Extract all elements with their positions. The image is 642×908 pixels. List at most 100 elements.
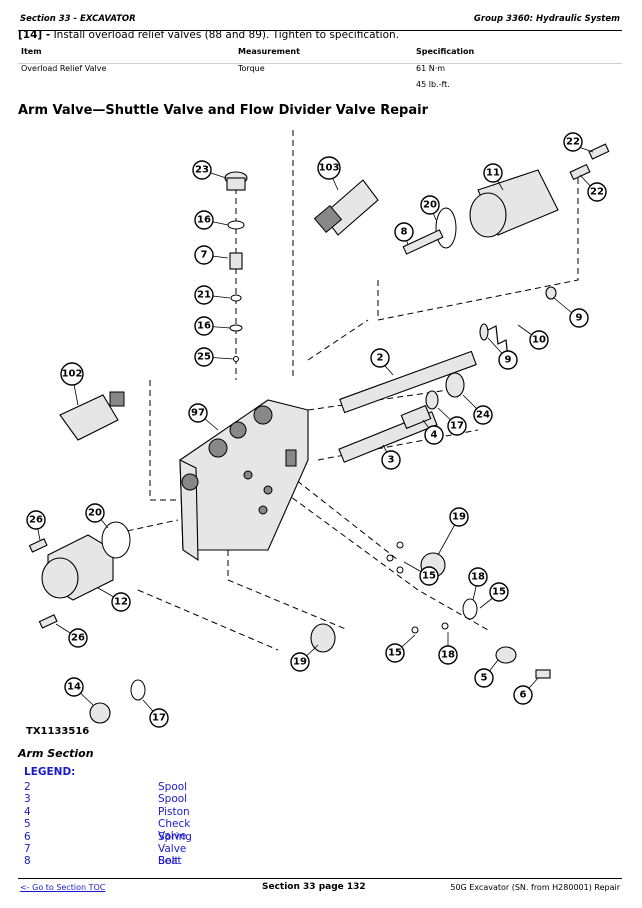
svg-text:26: 26	[29, 515, 43, 526]
legend-label: Piston	[158, 805, 190, 818]
legend-label: Check Valve	[158, 818, 191, 843]
legend-label: Valve Seat	[158, 842, 187, 867]
svg-text:17: 17	[152, 713, 166, 724]
callout: 19	[290, 652, 310, 672]
svg-text:22: 22	[590, 187, 604, 198]
callout: 97	[188, 403, 208, 423]
callout: 20	[420, 195, 440, 215]
callout: 15	[489, 582, 509, 602]
svg-text:26: 26	[71, 633, 85, 644]
svg-text:18: 18	[471, 572, 485, 583]
svg-text:10: 10	[532, 335, 546, 346]
svg-text:17: 17	[450, 421, 464, 432]
callout: 102	[60, 362, 84, 386]
svg-text:20: 20	[423, 200, 437, 211]
step-number: [14] -	[18, 29, 51, 41]
svg-text:19: 19	[452, 512, 466, 523]
figure-code: TX1133516	[26, 726, 90, 737]
callout: 5	[474, 668, 494, 688]
col-measurement: Measurement	[238, 47, 300, 56]
legend-label: Spool	[158, 793, 188, 806]
svg-text:5: 5	[481, 673, 488, 684]
callout: 9	[498, 350, 518, 370]
valve-body	[179, 399, 309, 562]
svg-text:9: 9	[576, 313, 583, 324]
svg-text:6: 6	[520, 690, 527, 701]
legend-number: 7	[24, 842, 31, 855]
callout: 18	[438, 645, 458, 665]
callout: 6	[513, 685, 533, 705]
svg-text:14: 14	[67, 682, 81, 693]
svg-text:4: 4	[431, 430, 438, 441]
list-item: 4 Piston	[24, 805, 190, 818]
svg-text:18: 18	[441, 650, 455, 661]
header-section: Section 33 - EXCAVATOR	[20, 14, 136, 24]
svg-text:103: 103	[319, 163, 340, 174]
legend-number: 4	[24, 805, 31, 818]
callout: 17	[149, 708, 169, 728]
svg-text:102: 102	[62, 369, 83, 380]
svg-text:3: 3	[388, 455, 395, 466]
callout: 103	[317, 156, 341, 180]
callout: 4	[424, 425, 444, 445]
callout: 8	[394, 222, 414, 242]
callout: 10	[529, 330, 549, 350]
callout: 2	[370, 348, 390, 368]
svg-text:16: 16	[197, 215, 211, 226]
svg-text:16: 16	[197, 321, 211, 332]
legend-heading: LEGEND:	[24, 766, 76, 778]
svg-text:9: 9	[505, 355, 512, 366]
callout: 16	[194, 316, 214, 336]
list-item: 7 Valve Seat	[24, 842, 186, 867]
callout: 9	[569, 308, 589, 328]
col-item: Item	[21, 47, 42, 56]
callout: 15	[419, 566, 439, 586]
callout: 25	[194, 347, 214, 367]
svg-text:15: 15	[492, 587, 506, 598]
svg-text:15: 15	[422, 571, 436, 582]
legend-label: Spring	[158, 830, 192, 843]
svg-text:97: 97	[191, 408, 205, 419]
col-specification: Specification	[416, 47, 475, 56]
callout: 22	[563, 132, 583, 152]
legend-number: 5	[24, 818, 31, 831]
svg-text:19: 19	[293, 657, 307, 668]
spec-header-row: Item Measurement Specification	[18, 47, 622, 64]
toc-link[interactable]: <- Go to Section TOC	[20, 883, 106, 892]
svg-text:22: 22	[566, 137, 580, 148]
table-row: Overload Relief Valve Torque 61 N·m	[18, 64, 622, 80]
legend-label: Spool	[158, 781, 188, 793]
svg-text:20: 20	[88, 508, 102, 519]
header-group: Group 3360: Hydraulic System	[473, 14, 620, 24]
cell-spec: 61 N·m	[416, 64, 446, 73]
callout: 7	[194, 245, 214, 265]
callout: 3	[381, 450, 401, 470]
legend-label: Bolt	[158, 855, 179, 868]
page-number: Section 33 page 132	[262, 882, 366, 892]
svg-text:12: 12	[114, 597, 128, 608]
callout: 12	[111, 592, 131, 612]
cell-spec: 45 lb.-ft.	[416, 80, 450, 89]
svg-text:11: 11	[486, 168, 500, 179]
cell-item: Overload Relief Valve	[21, 64, 107, 73]
spec-table: Item Measurement Specification Overload …	[18, 47, 622, 96]
procedure-step: [14] - Install overload relief valves (8…	[18, 29, 399, 41]
exploded-diagram: 22 22 103 23 11 20 8 16 7 21 9 16 10 25 …	[26, 130, 610, 728]
callout: 18	[468, 567, 488, 587]
callout: 17	[447, 416, 467, 436]
manual-title: 50G Excavator (SN. from H280001) Repair	[450, 883, 620, 892]
step-text: Install overload relief valves (88 and 8…	[50, 29, 399, 41]
page-header: Section 33 - EXCAVATOR Group 3360: Hydra…	[18, 12, 622, 31]
cell-measurement: Torque	[238, 64, 265, 73]
callouts: 22 22 103 23 11 20 8 16 7 21 9 16 10 25 …	[26, 132, 607, 728]
callout: 21	[194, 285, 214, 305]
svg-text:15: 15	[388, 648, 402, 659]
callout: 14	[64, 677, 84, 697]
callout: 19	[449, 507, 469, 527]
callout: 16	[194, 210, 214, 230]
